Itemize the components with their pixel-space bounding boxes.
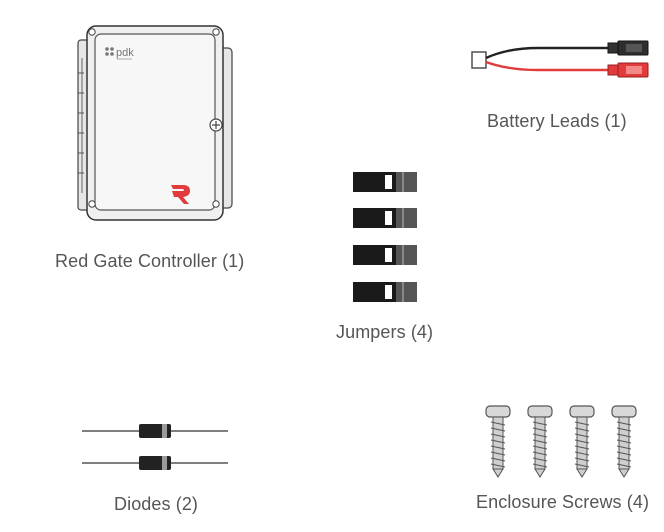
screw [611,405,637,478]
controller-enclosure-icon: pdk [77,25,233,221]
screws-caption: Enclosure Screws (4) [476,492,650,512]
diode [82,424,228,438]
jumpers-caption: Jumpers (4) [336,322,434,342]
screw-icon [485,405,637,478]
battery-leads-caption: Battery Leads (1) [487,111,627,131]
jumper [353,208,417,228]
diode [82,456,228,470]
red-wire [485,60,608,72]
screw [569,405,595,478]
controller-caption: Red Gate Controller (1) [55,251,245,271]
jumper [353,282,417,302]
pdk-logo-text: pdk [116,47,134,59]
battery-leads-illustration [468,34,658,84]
black-terminal [607,40,649,56]
red-terminal [607,62,649,78]
battery-leads-icon [471,40,649,78]
jumper-icon [353,172,417,302]
jumper [353,172,417,192]
jumpers-illustration [353,170,419,306]
controller-illustration: pdk [70,18,240,228]
diodes-illustration [82,420,230,476]
screw [485,405,511,478]
diodes-caption: Diodes (2) [114,494,199,514]
screw [527,405,553,478]
screws-illustration [484,404,640,478]
red-gate-brand-mark [171,185,190,204]
diode-icon [82,424,228,470]
black-wire [485,46,608,60]
jumper [353,245,417,265]
